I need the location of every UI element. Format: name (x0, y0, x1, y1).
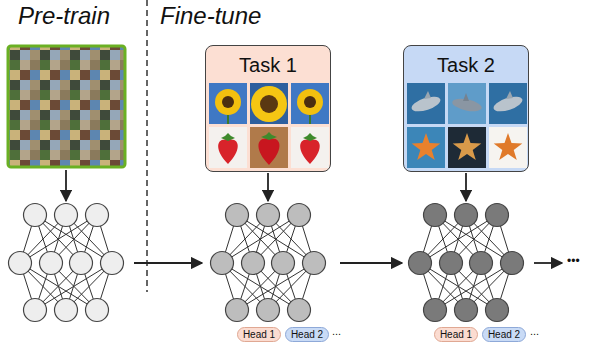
box-text: Head 2 (286, 328, 328, 341)
ellipsis: ... (332, 325, 341, 338)
pretrain-image-grid (8, 46, 125, 167)
ellipsis: ... (332, 325, 341, 338)
section-title: Pre-train (18, 2, 110, 31)
box-text: Head 1 (435, 328, 477, 341)
divider-line (146, 0, 148, 292)
ellipsis: ••• (567, 254, 580, 268)
head-box: Head 2 (482, 327, 526, 342)
section-title: Pre-train (18, 2, 110, 31)
section-title: Fine-tune (160, 2, 261, 31)
task1-images (209, 83, 329, 168)
task-box: Task 1 (205, 45, 331, 172)
flow-arrows (66, 170, 562, 263)
network-task2 (409, 204, 524, 322)
network-pretrained (9, 204, 124, 322)
task2-images (407, 83, 527, 168)
box-text: Head 1 (238, 328, 280, 341)
box-text: Head 2 (483, 328, 525, 341)
ellipsis: ... (530, 325, 539, 338)
network-task1 (211, 204, 326, 322)
box-text: Task 1 (206, 53, 330, 77)
head-box: Head 1 (434, 327, 478, 342)
box-text: Task 2 (404, 53, 528, 77)
task-box: Task 2 (403, 45, 529, 172)
head-box: Head 2 (285, 327, 329, 342)
head-box: Head 1 (237, 327, 281, 342)
ellipsis: ... (530, 325, 539, 338)
section-title: Fine-tune (160, 2, 261, 31)
ellipsis: ••• (567, 254, 580, 268)
